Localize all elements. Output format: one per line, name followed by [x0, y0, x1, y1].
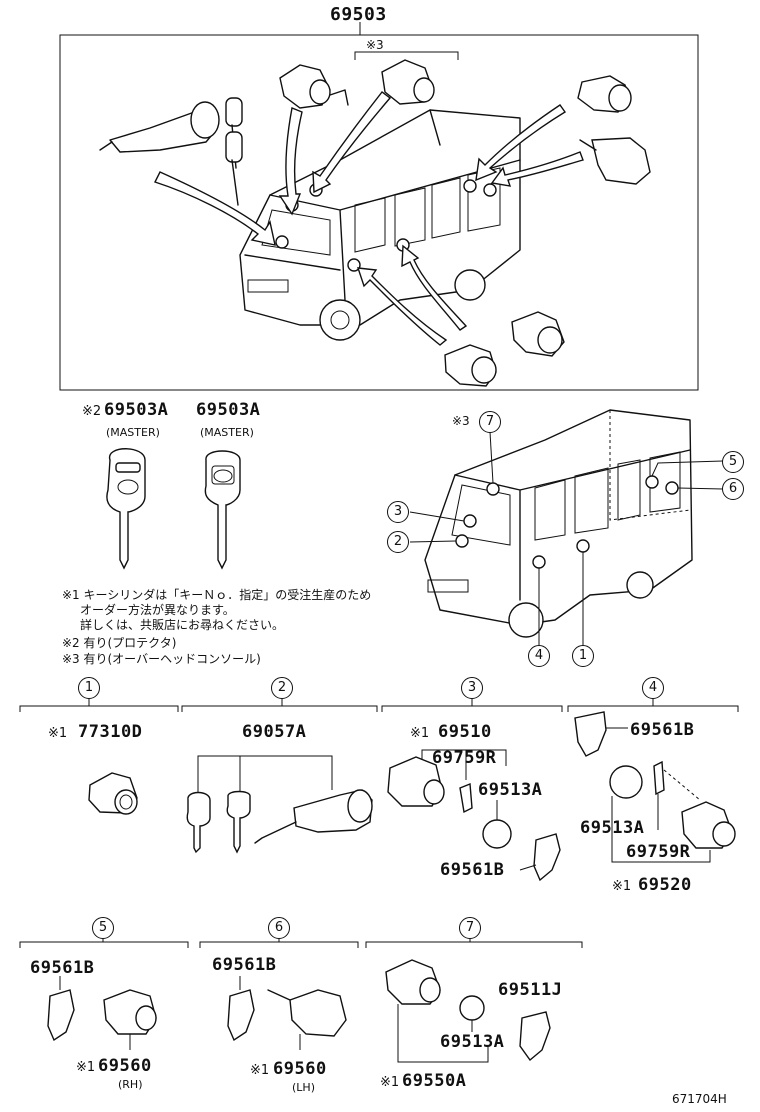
note-line-1: ※1 キーシリンダは「キーＮｏ．指定」の受注生産のため: [62, 588, 372, 602]
part-number-77310D: 77310D: [78, 722, 143, 742]
master-caption-left: (MASTER): [106, 426, 160, 439]
callout-4: 4: [528, 645, 550, 667]
lock-set-69510: [387, 749, 561, 882]
callout-5: 5: [722, 451, 744, 473]
note-mark-3-top: ※3: [366, 38, 384, 52]
lock-set-69520: [574, 711, 736, 863]
note-line-3: 詳しくは、共販店にお尋ねください。: [80, 618, 285, 632]
lock-parts-top: [99, 59, 651, 387]
section-number-4: 4: [642, 677, 664, 699]
part-number-69550A: 69550A: [402, 1071, 467, 1091]
part-number-69560-lh: 69560: [273, 1059, 327, 1079]
note-mark-3-van: ※3: [452, 414, 470, 428]
part-number-69561B-s5: 69561B: [30, 958, 95, 978]
section-dividers: [19, 698, 739, 948]
top-frame: [59, 34, 699, 391]
part-number-69510: 69510: [438, 722, 492, 742]
lock-69560-lh: [227, 976, 347, 1050]
section-number-7: 7: [459, 917, 481, 939]
part-number-69759R-s3: 69759R: [432, 748, 497, 768]
master-caption-right: (MASTER): [200, 426, 254, 439]
note-mark-1-s5: ※1: [76, 1060, 96, 1075]
note-mark-1-s1: ※1: [48, 726, 68, 741]
part-number-69513A-s7: 69513A: [440, 1032, 505, 1052]
figure-code: 671704H: [672, 1092, 727, 1106]
part-number-69513A-s4: 69513A: [580, 818, 645, 838]
section-number-2: 2: [271, 677, 293, 699]
note-mark-2: ※2: [82, 404, 102, 419]
note-line-2: オーダー方法が異なります。: [80, 603, 235, 617]
part-number-69513A-s3: 69513A: [478, 780, 543, 800]
rh-caption: (RH): [118, 1078, 143, 1091]
part-number-69560-rh: 69560: [98, 1056, 152, 1076]
part-number-69561B-s3: 69561B: [440, 860, 505, 880]
part-number-69503A-left: 69503A: [104, 400, 169, 420]
callout-3: 3: [387, 501, 409, 523]
lock-69560-rh: [47, 976, 157, 1050]
callout-7: 7: [479, 411, 501, 433]
callout-2: 2: [387, 531, 409, 553]
section-number-5: 5: [92, 917, 114, 939]
callout-6: 6: [722, 478, 744, 500]
part-number-69561B-s6: 69561B: [212, 955, 277, 975]
section-number-1: 1: [78, 677, 100, 699]
section-number-6: 6: [268, 917, 290, 939]
pointer-arrows-top: [154, 91, 584, 346]
part-number-69561B-s4: 69561B: [630, 720, 695, 740]
master-keys: [106, 448, 241, 570]
note-mark-1-s7: ※1: [380, 1075, 400, 1090]
note-mark-1-s6: ※1: [250, 1063, 270, 1078]
lh-caption: (LH): [292, 1081, 315, 1094]
part-number-69057A: 69057A: [242, 722, 307, 742]
lock-set-69550A: [385, 959, 551, 1063]
van-illustration-top: [239, 109, 521, 341]
part-number-69520: 69520: [638, 875, 692, 895]
part-number-69759R-s4: 69759R: [626, 842, 691, 862]
note-mark-1-s3: ※1: [410, 726, 430, 741]
note-line-4: ※2 有り(プロテクタ): [62, 636, 177, 650]
note-line-5: ※3 有り(オーバーヘッドコンソール): [62, 652, 261, 666]
assembly-label: 69503: [330, 4, 387, 25]
part-number-69503A-right: 69503A: [196, 400, 261, 420]
section-number-3: 3: [461, 677, 483, 699]
ignition-set-69057A: [186, 755, 373, 854]
note-mark-1-s4: ※1: [612, 879, 632, 894]
callout-1: 1: [572, 645, 594, 667]
cylinder-77310D: [88, 772, 138, 815]
van-illustration-callouts: [409, 409, 724, 645]
part-number-69511J: 69511J: [498, 980, 563, 1000]
